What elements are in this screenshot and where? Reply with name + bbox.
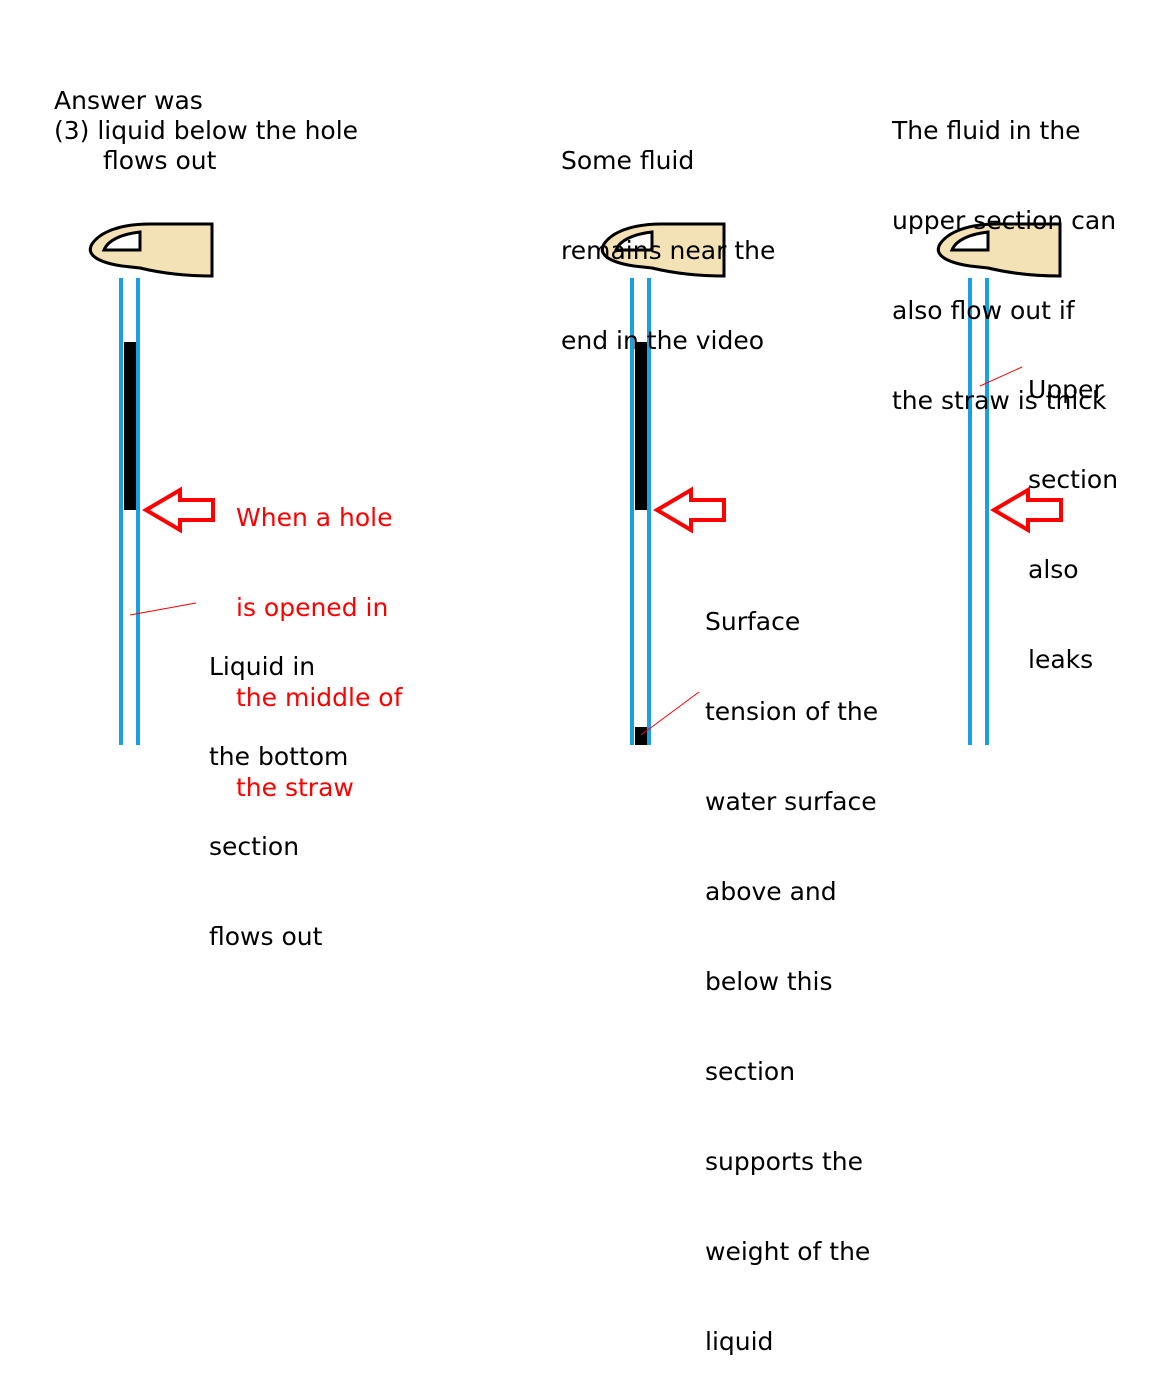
remaining-liquid [635,727,647,745]
bottom-label-line: the bottom [209,742,349,771]
upper-label-line: Upper [1028,375,1104,404]
panel-3-caption-line: the straw is thick [892,386,1107,415]
panel-2-caption-line: end in the video [561,326,765,355]
bottom-section-pointer [129,602,197,616]
straw-diagram [89,222,1063,745]
surface-label-line: weight of the [705,1237,871,1266]
hole-label-line: is opened in [236,593,389,622]
hole-label-line: When a hole [236,503,393,532]
fingernail-icon [949,230,990,252]
panel-2-caption: Some fluid remains near the end in the v… [561,86,775,386]
surface-label-line: section [705,1057,796,1086]
surface-label-line: liquid [705,1327,774,1356]
panel-1-straw-setup [89,222,215,745]
surface-label-line: Surface [705,607,801,636]
surface-tension-label: Surface tension of the water surface abo… [705,547,878,1387]
fingernail-icon [613,230,654,252]
hole-label-line: the middle of [236,683,403,712]
panel-3-straw-setup [937,222,1063,745]
hole-label-line: the straw [236,773,354,802]
panel-3-caption: The fluid in the upper section can also … [892,56,1116,446]
panel-3-caption-line: The fluid in the [892,116,1081,145]
panel-2-caption-line: Some fluid [561,146,695,175]
hole-arrow-icon [142,486,215,534]
fingernail-icon [101,230,142,252]
upper-section-label: Upper section also leaks [1028,315,1118,705]
upper-label-line: leaks [1028,645,1094,674]
panel-2-caption-line: remains near the [561,236,776,265]
surface-label-line: water surface [705,787,877,816]
panel-1-caption-line-1: Answer was [54,86,203,115]
bottom-label-line: section [209,832,300,861]
liquid-column [635,342,647,510]
surface-tension-pointer [640,691,700,736]
panel-1-caption-line-3: flows out [103,146,217,175]
bottom-label-line: flows out [209,922,323,951]
hole-arrow-icon [990,486,1063,534]
upper-label-line: also [1028,555,1079,584]
panel-2-straw-setup [601,222,726,745]
liquid-column [124,342,136,510]
panel-3-caption-line: upper section can [892,206,1117,235]
surface-label-line: tension of the [705,697,879,726]
hole-arrow-icon [653,486,726,534]
surface-label-line: above and [705,877,837,906]
bottom-label-line: Liquid in [209,652,316,681]
surface-label-line: supports the [705,1147,863,1176]
bottom-section-label: Liquid in the bottom section flows out [209,592,348,982]
upper-label-line: section [1028,465,1119,494]
surface-label-line: below this [705,967,833,996]
hole-opened-label: When a hole is opened in the middle of t… [236,443,402,833]
panel-3-caption-line: also flow out if [892,296,1075,325]
upper-section-pointer [979,366,1023,387]
panel-1-caption-line-2: (3) liquid below the hole [54,116,359,145]
